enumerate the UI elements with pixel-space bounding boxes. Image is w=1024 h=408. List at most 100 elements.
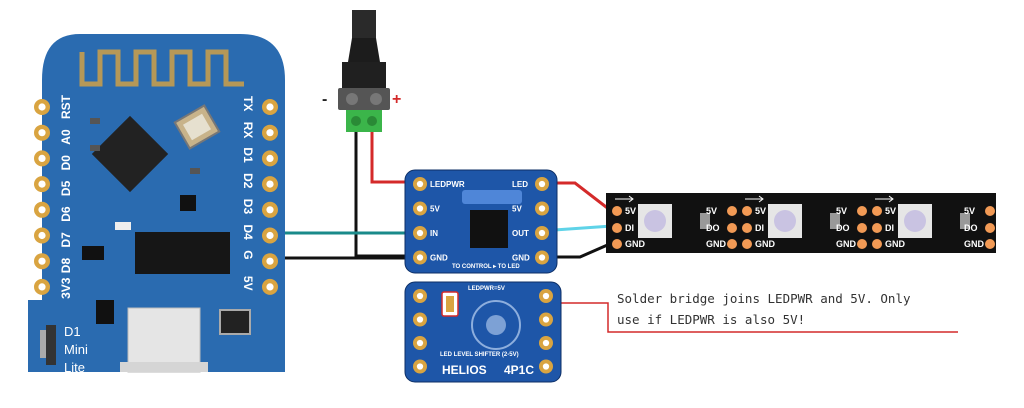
strip-pad: [985, 223, 995, 233]
shield-pin-right: [535, 226, 549, 240]
helios-breakout: LEDPWR=5V LED LEVEL SHIFTER (2-5V) HELIO…: [404, 281, 562, 383]
d1-pin-d7: [34, 227, 50, 244]
shield-pin-left: [413, 177, 427, 191]
strip-pin-label: GND: [836, 239, 857, 249]
d1-pin-label: G: [241, 250, 255, 259]
helios-pin-right: [539, 289, 553, 303]
helios-pin-left: [413, 336, 427, 350]
d1-pin-d0: [34, 150, 50, 167]
usb-port: [127, 307, 201, 373]
helios-pin-left: [413, 359, 427, 374]
strip-pad: [872, 239, 882, 249]
led-strip: 5VDIGND5VDOGND5VDIGND5VDOGND5VDIGND5VDOG…: [606, 193, 996, 253]
shield-pin-left: [413, 250, 427, 265]
helios-left-header: [413, 289, 427, 374]
usb-serial-chip: [135, 232, 230, 274]
shield-pin-left: [413, 226, 427, 240]
strip-pin-label: 5V: [706, 206, 717, 216]
strip-pad: [985, 239, 995, 249]
d1-pin-label: D3: [241, 199, 255, 215]
note-line: use if LEDPWR is also 5V!: [617, 312, 805, 327]
d1-pin-d5: [34, 176, 50, 193]
d1-pin-label: D7: [59, 232, 73, 248]
strip-pad: [857, 206, 867, 216]
strip-pin-label: DO: [836, 223, 850, 233]
helios-header: LEDPWR=5V: [468, 286, 505, 292]
wire-jack-negative: [354, 125, 420, 258]
wire-jack-positive: [370, 125, 420, 184]
strip-pin-label: GND: [885, 239, 906, 249]
strip-pin-label: DI: [755, 223, 764, 233]
strip-pad: [872, 206, 882, 216]
jack-minus-label: -: [322, 91, 327, 108]
helios-pin-left: [413, 312, 427, 327]
d1-pin-label: TX: [241, 96, 255, 111]
d1-pin-rx: [262, 124, 278, 141]
shield-footer: TO CONTROL ▸ TO LED: [452, 264, 520, 270]
d1-pin-d6: [34, 201, 50, 218]
helios-subtitle: LED LEVEL SHIFTER (2-5V): [440, 352, 519, 358]
antenna-trace: [79, 49, 244, 87]
direction-arrow-icon: [875, 195, 894, 203]
reset-button: [46, 325, 56, 365]
d1-pin-label: A0: [59, 129, 73, 145]
shield-pin-label: LED: [512, 180, 528, 189]
shield-pin-label: LEDPWR: [430, 180, 465, 189]
led-chip: [638, 204, 672, 238]
shield-pin-left: [413, 201, 427, 216]
strip-pin-label: 5V: [964, 206, 975, 216]
strip-pad: [612, 223, 622, 233]
shield-pin-label: 5V: [430, 205, 440, 214]
helios-name: HELIOS: [442, 363, 487, 377]
shield-pin-label: 5V: [512, 205, 522, 214]
solder-bridge-note: Solder bridge joins LEDPWR and 5V. Only …: [617, 291, 911, 327]
shield-pin-label: OUT: [512, 229, 529, 238]
strip-pad: [742, 239, 752, 249]
d1-pin-label: D6: [59, 206, 73, 222]
strip-pin-label: GND: [755, 239, 776, 249]
strip-pin-label: 5V: [625, 206, 636, 216]
strip-pin-label: DI: [885, 223, 894, 233]
helios-pin-right: [539, 359, 553, 374]
d1-mini-name-line: Lite: [64, 360, 85, 375]
note-line: Solder bridge joins LEDPWR and 5V. Only: [617, 291, 911, 306]
strip-resistor: [830, 213, 840, 229]
d1-pin-label: D2: [241, 173, 255, 189]
d1-pin-label: RST: [59, 94, 73, 119]
strip-pin-label: GND: [706, 239, 727, 249]
strip-pad: [857, 239, 867, 249]
strip-pin-label: 5V: [885, 206, 896, 216]
d1-pin-label: D5: [59, 180, 73, 196]
led-chip: [898, 204, 932, 238]
d1-pin-tx: [262, 99, 278, 115]
helios-pin-left: [413, 289, 427, 303]
dc-power-jack: - +: [322, 10, 401, 132]
strip-resistor: [960, 213, 970, 229]
jack-barrel: [352, 10, 376, 38]
direction-arrow-icon: [615, 195, 634, 203]
led-chip: [768, 204, 802, 238]
d1-pin-d1: [262, 150, 278, 167]
d1-pin-label: 3V3: [59, 277, 73, 299]
strip-pin-label: DI: [625, 223, 634, 233]
d1-pin-d4: [262, 227, 278, 244]
helios-logo: [471, 300, 521, 350]
shield-pin-label: GND: [512, 254, 530, 263]
jack-terminal: [338, 88, 390, 110]
strip-pin-label: GND: [625, 239, 646, 249]
helios-right-header: [539, 289, 553, 374]
direction-arrow-icon: [745, 195, 764, 203]
d1-pin-g: [262, 253, 278, 270]
d1-pin-label: RX: [241, 122, 255, 139]
shield-pin-right: [535, 250, 549, 265]
d1-mini-name-line: Mini: [64, 342, 88, 357]
strip-pin-label: 5V: [755, 206, 766, 216]
shield-right-header: LED 5V OUT GND: [512, 177, 549, 265]
shield-pin-label: GND: [430, 254, 448, 263]
